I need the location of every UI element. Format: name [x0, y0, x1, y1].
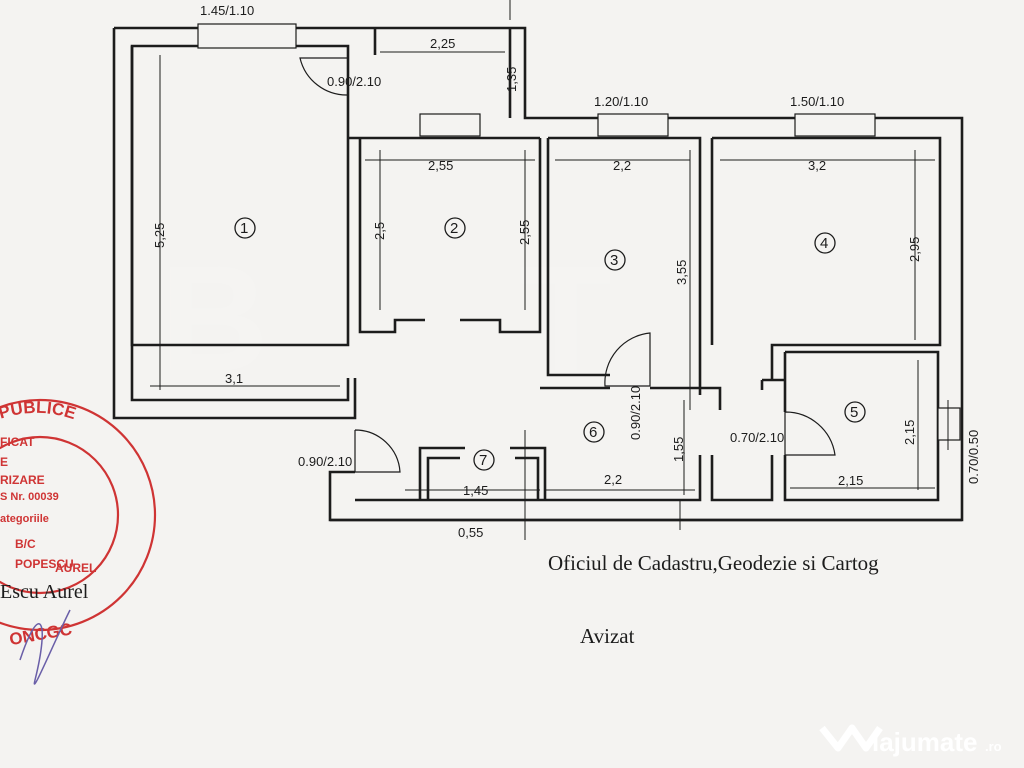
window-room4 [794, 113, 876, 137]
dim-window-room3: 1.20/1.10 [594, 94, 648, 109]
watermark-logo-icon [819, 724, 883, 752]
dim-room5-height: 2,15 [902, 420, 917, 445]
background-watermark: B T [160, 234, 612, 402]
room-marker-4: 4 [814, 232, 836, 254]
dim-door-room1: 0.90/2.10 [327, 74, 381, 89]
door-room1 [299, 57, 349, 96]
official-stamp: STRATIEI PUBLICE FICAT E RIZARE S Nr. 00… [0, 398, 157, 685]
door-entry [354, 429, 401, 473]
room-marker-1: 1 [234, 217, 256, 239]
stamp-line-1: FICAT [0, 435, 35, 449]
room-marker-5: 5 [844, 401, 866, 423]
stamp-line-2: E [0, 455, 8, 469]
dim-room1-height: 5,25 [152, 223, 167, 248]
dim-hall-depth: 1,35 [504, 67, 519, 92]
svg-text:1: 1 [240, 220, 248, 237]
dim-hall-width: 2,25 [430, 36, 455, 51]
stamp-line-3: RIZARE [0, 473, 45, 487]
room-markers: 1 2 3 4 5 6 7 [234, 217, 866, 471]
dim-room6-height: 1,55 [671, 437, 686, 462]
signature-scribble [19, 609, 71, 685]
stamp-line-5: ategoriile [0, 513, 49, 525]
watermark-tld: .ro [985, 739, 1002, 754]
svg-text:6: 6 [589, 424, 597, 441]
stamp-line-4: S Nr. 00039 [0, 491, 59, 503]
stamp-line-7: POPESCU [15, 557, 74, 571]
svg-text:T: T [520, 234, 612, 402]
room-marker-7: 7 [473, 449, 495, 471]
windows [197, 23, 961, 441]
window-room2 [419, 113, 481, 137]
dim-room4-height: 2,95 [907, 237, 922, 262]
door-room5 [784, 411, 836, 456]
dim-window-room4: 1.50/1.10 [790, 94, 844, 109]
office-caption: Oficiul de Cadastru,Geodezie si Cartog [548, 551, 879, 575]
dim-side-window: 0.70/0.50 [966, 430, 981, 484]
dim-door-entry: 0.90/2.10 [298, 454, 352, 469]
dimension-lines [150, 0, 949, 540]
dim-room3-width: 2,2 [613, 158, 631, 173]
dim-room2-height-right: 2,55 [517, 220, 532, 245]
room-marker-6: 6 [583, 421, 605, 443]
dim-room4-width: 3,2 [808, 158, 826, 173]
window-room5 [937, 407, 961, 441]
dim-window-room1: 1.45/1.10 [200, 3, 254, 18]
dim-room5-width: 2,15 [838, 473, 863, 488]
window-room3 [597, 113, 669, 137]
door-room3 [604, 332, 651, 387]
dim-room3-height: 3,55 [674, 260, 689, 285]
interior-walls [330, 28, 962, 522]
dim-room1-width: 3,1 [225, 371, 243, 386]
svg-text:2: 2 [450, 220, 458, 237]
svg-text:5: 5 [850, 404, 858, 421]
room-marker-2: 2 [444, 217, 466, 239]
dim-room2-height-left: 2,5 [372, 222, 387, 240]
signature-name: Escu Aurel [0, 581, 89, 603]
window-room1 [197, 23, 297, 49]
doors [299, 57, 836, 473]
svg-text:4: 4 [820, 235, 828, 252]
stamp-line-8: AUREL [55, 561, 96, 575]
stamp-line-6: B/C [15, 537, 36, 551]
dim-door-room3: 0.90/2.10 [628, 386, 643, 440]
site-watermark: lajumate .ro [819, 724, 1002, 757]
dim-bottom-offset: 0,55 [458, 525, 483, 540]
svg-text:B: B [160, 234, 268, 402]
dim-door-room5: 0.70/2.10 [730, 430, 784, 445]
watermark-brand: lajumate [872, 727, 978, 757]
dim-room2-width: 2,55 [428, 158, 453, 173]
dim-room6-width: 2,2 [604, 472, 622, 487]
room-marker-3: 3 [604, 249, 626, 271]
dim-room7-width: 1,45 [463, 483, 488, 498]
svg-text:3: 3 [610, 252, 618, 269]
exterior-walls [112, 26, 964, 522]
svg-text:7: 7 [479, 452, 487, 469]
approval-caption: Avizat [580, 624, 635, 648]
dimension-labels: 1.45/1.10 2,25 1,35 0.90/2.10 1.20/1.10 … [152, 3, 981, 540]
